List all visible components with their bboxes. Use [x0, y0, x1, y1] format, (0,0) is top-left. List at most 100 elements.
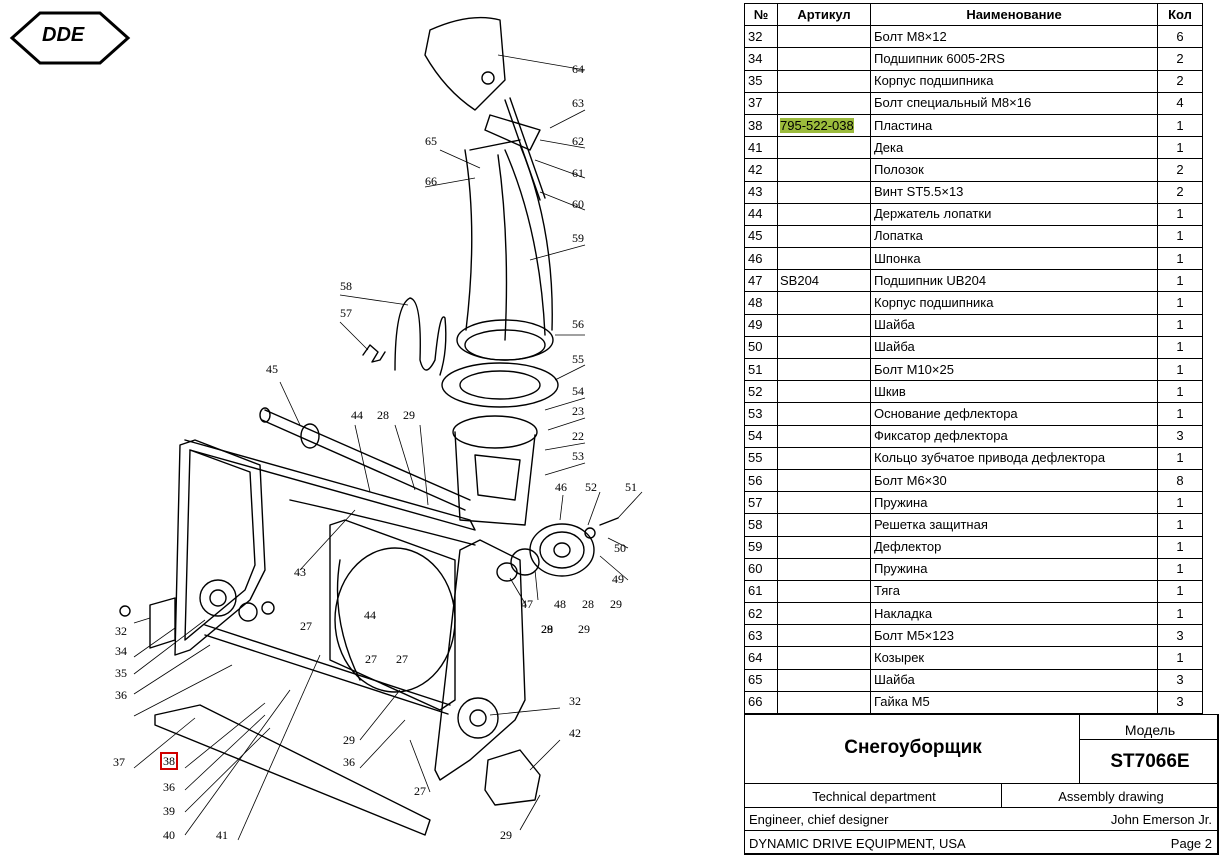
callout-label: 35 — [115, 666, 127, 680]
model-cell: ST7066E — [1079, 739, 1219, 784]
article-highlight: SB204 — [780, 272, 820, 288]
page-number: Page 2 — [1170, 836, 1212, 851]
part-quantity: 1 — [1157, 136, 1203, 160]
part-number: 61 — [744, 579, 778, 604]
callout-label: 48 — [554, 597, 566, 611]
model-label: Модель — [1124, 722, 1176, 738]
part-quantity: 4 — [1157, 91, 1203, 115]
part-quantity: 1 — [1157, 557, 1203, 581]
part-number: 64 — [744, 646, 778, 670]
part-article — [777, 402, 871, 426]
callout-label: 50 — [614, 541, 626, 555]
part-quantity: 2 — [1157, 69, 1203, 93]
part-name: Шкив — [870, 380, 1158, 404]
callout-label: 28 — [541, 622, 553, 636]
part-number: 66 — [744, 690, 778, 715]
callout-label: 57 — [340, 306, 352, 320]
part-name: Козырек — [870, 646, 1158, 670]
callout-label: 27 — [414, 784, 426, 798]
callout-label: 45 — [266, 362, 278, 376]
callout-label: 29 — [343, 733, 355, 747]
part-name: Корпус подшипника — [870, 291, 1158, 315]
table-header-row: № Артикул Наименование Кол — [744, 2, 1203, 27]
part-number: 54 — [744, 424, 778, 448]
part-article — [777, 468, 871, 493]
part-quantity: 3 — [1157, 424, 1203, 448]
part-quantity: 2 — [1157, 47, 1203, 71]
callout-label: 22 — [572, 429, 584, 443]
callout-label: 46 — [555, 480, 567, 494]
part-number: 53 — [744, 402, 778, 426]
part-article — [777, 25, 871, 49]
part-number: 55 — [744, 446, 778, 470]
exploded-view — [9, 11, 643, 841]
part-name: Гайка М5 — [870, 690, 1158, 715]
callout-label: 44 — [364, 608, 376, 622]
part-quantity: 2 — [1157, 180, 1203, 204]
model-label-cell: Модель — [1079, 714, 1219, 740]
company-name: DYNAMIC DRIVE EQUIPMENT, USA — [749, 836, 966, 851]
part-name: Шайба — [870, 313, 1158, 337]
callout-label: 27 — [300, 619, 312, 633]
part-article — [777, 646, 871, 670]
part-article — [777, 335, 871, 360]
callout-label: 40 — [163, 828, 175, 842]
callout-label: 63 — [572, 96, 584, 110]
part-name: Пластина — [870, 113, 1158, 138]
product-cell: Снегоуборщик — [744, 714, 1080, 784]
callout-label: 56 — [572, 317, 584, 331]
header-name: Наименование — [870, 2, 1158, 27]
callout-label: 29 — [500, 828, 512, 842]
part-name: Болт М5×123 — [870, 624, 1158, 648]
part-name: Пружина — [870, 557, 1158, 581]
part-name: Винт ST5.5×13 — [870, 180, 1158, 204]
callout-label: 58 — [340, 279, 352, 293]
callout-label: 29 — [541, 622, 553, 636]
dde-logo-text: DDE — [42, 24, 85, 46]
callout-label: 27 — [396, 652, 408, 666]
part-name: Шайба — [870, 335, 1158, 360]
header-article: Артикул — [777, 2, 871, 27]
part-quantity: 1 — [1157, 335, 1203, 360]
part-quantity: 1 — [1157, 513, 1203, 537]
callout-label: 32 — [569, 694, 581, 708]
callout-label: 52 — [585, 480, 597, 494]
part-quantity: 1 — [1157, 646, 1203, 670]
callout-label: 43 — [294, 565, 306, 579]
part-article: SB204 — [777, 269, 871, 293]
part-number: 57 — [744, 491, 778, 515]
part-quantity: 2 — [1157, 158, 1203, 182]
part-quantity: 1 — [1157, 402, 1203, 426]
part-number: 35 — [744, 69, 778, 93]
callout-label: 60 — [572, 197, 584, 211]
part-article — [777, 247, 871, 271]
part-name: Болт М6×30 — [870, 468, 1158, 493]
part-article — [777, 668, 871, 692]
part-number: 37 — [744, 91, 778, 115]
part-quantity: 1 — [1157, 380, 1203, 404]
part-article — [777, 491, 871, 515]
part-article — [777, 424, 871, 448]
part-article — [777, 557, 871, 581]
part-number: 47 — [744, 269, 778, 293]
part-number: 51 — [744, 357, 778, 382]
part-number: 41 — [744, 136, 778, 160]
part-number: 44 — [744, 202, 778, 226]
part-number: 62 — [744, 602, 778, 626]
